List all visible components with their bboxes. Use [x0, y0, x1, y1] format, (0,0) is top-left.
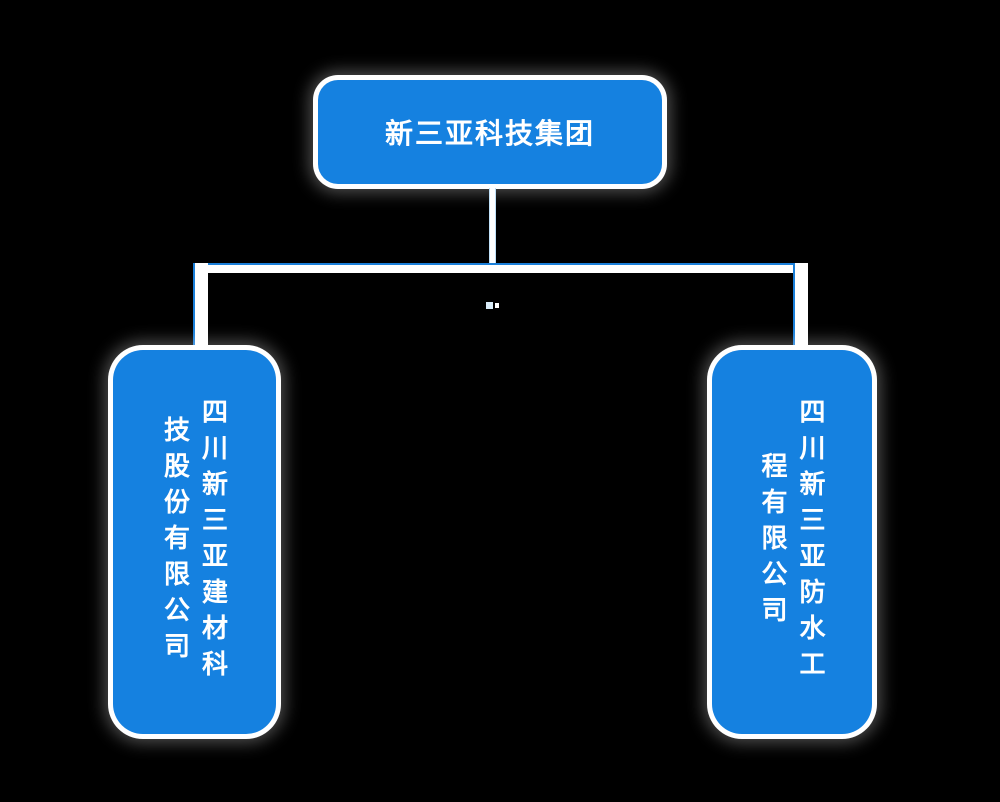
org-node-child-right[interactable]: 四川新三亚防水工程有限公司	[712, 350, 872, 734]
org-node-child-right-label: 四川新三亚防水工程有限公司	[758, 398, 826, 686]
connector-drop-left	[193, 263, 208, 352]
connector-root-stem	[489, 188, 496, 265]
org-node-root-label: 新三亚科技集团	[384, 118, 595, 149]
junction-artifact-dot	[486, 302, 493, 309]
org-node-child-left[interactable]: 四川新三亚建材科技股份有限公司	[113, 350, 276, 734]
connector-horizontal	[193, 263, 808, 273]
junction-artifact-dot	[495, 303, 499, 308]
org-node-child-left-label: 四川新三亚建材科技股份有限公司	[160, 398, 229, 686]
org-node-root[interactable]: 新三亚科技集团	[318, 80, 662, 184]
connector-drop-right	[793, 263, 808, 352]
